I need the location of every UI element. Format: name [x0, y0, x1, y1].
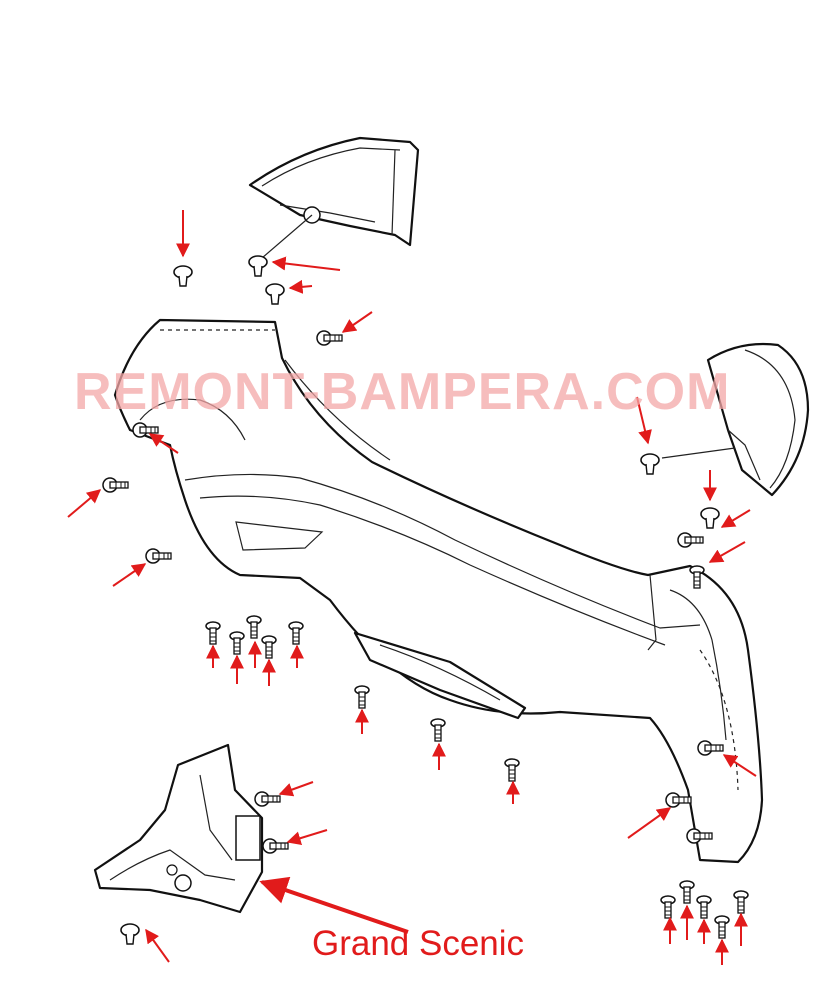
- watermark-text: REMONT-BAMPERA.COM: [74, 363, 731, 421]
- rear-bumper: [113, 318, 764, 864]
- side-bracket: [93, 743, 264, 914]
- red-arrows: [67, 210, 757, 965]
- caption-grand-scenic: Grand Scenic: [312, 924, 525, 963]
- tail-lamp-left: [248, 136, 420, 259]
- tail-lamp-right: [661, 342, 810, 497]
